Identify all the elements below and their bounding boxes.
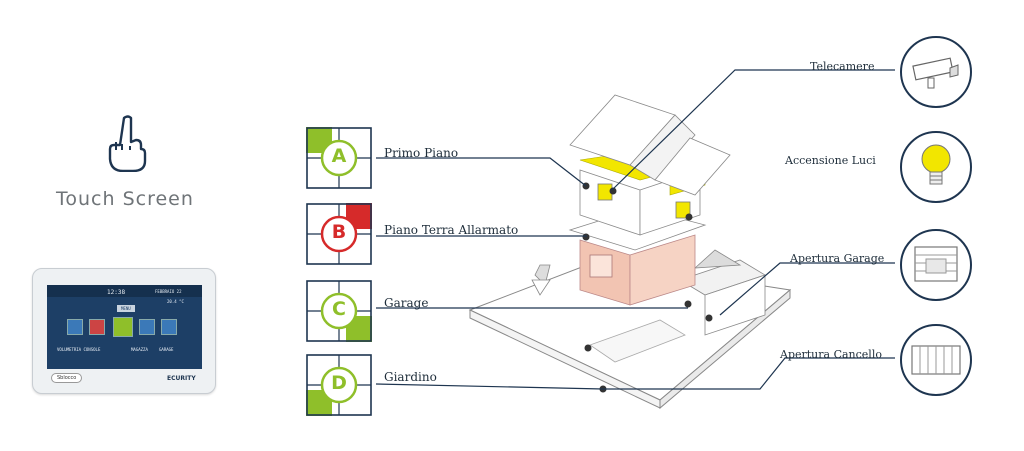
camera-device-circle: [900, 36, 972, 108]
panel-label-left: VOLUMETRIA CONSOLE: [57, 347, 101, 352]
panel-home-tile[interactable]: [113, 317, 133, 337]
panel-label-right: GARAGE: [159, 347, 174, 352]
gate-device-circle: [900, 324, 972, 396]
zone-badge-d: D: [306, 354, 372, 416]
panel-time: 12:38: [107, 289, 126, 296]
zone-label: Garage: [384, 296, 429, 310]
device-label: Apertura Cancello: [780, 348, 882, 361]
panel-tile[interactable]: [139, 319, 155, 335]
panel-unlock-button[interactable]: Sblocco: [51, 373, 83, 383]
panel-temp: 20.4 °C: [167, 299, 184, 304]
device-label: Apertura Garage: [790, 252, 885, 265]
camera-icon: [902, 57, 970, 110]
panel-tile[interactable]: [89, 319, 105, 335]
house-illustration: [440, 90, 800, 420]
zone-label: Giardino: [384, 370, 437, 384]
zone-badge-a: A: [306, 127, 372, 189]
zone-badge-c: C: [306, 280, 372, 342]
zone-label: Piano Terra Allarmato: [384, 223, 519, 237]
zone-badge-b: B: [306, 203, 372, 265]
panel-label-mid: MAGAZZA: [131, 347, 148, 352]
panel-date: FEBBRAIO 22: [155, 289, 182, 294]
panel-menu-button[interactable]: MENU: [117, 305, 135, 312]
touch-screen-label: Touch Screen: [56, 188, 194, 210]
zone-label: Primo Piano: [384, 146, 459, 160]
zone-letter: C: [332, 298, 346, 320]
touch-hand-icon: [104, 114, 148, 173]
brand-logo: ECURITY: [167, 375, 196, 382]
garage-door-device-circle: [900, 229, 972, 301]
device-label: Telecamere: [810, 60, 875, 73]
zone-letter: B: [331, 221, 347, 243]
panel-tile[interactable]: [161, 319, 177, 335]
lightbulb-icon: [902, 144, 970, 205]
device-label: Accensione Luci: [785, 154, 876, 167]
touch-panel-device: 12:38 FEBBRAIO 22 20.4 °C MENU VOLUMETRI…: [32, 268, 216, 394]
gate-icon: [902, 345, 970, 398]
touch-panel-screen: 12:38 FEBBRAIO 22 20.4 °C MENU VOLUMETRI…: [47, 285, 202, 369]
garage-door-icon: [902, 246, 970, 303]
zone-letter: A: [331, 145, 347, 167]
zone-letter: D: [331, 372, 347, 394]
panel-tile[interactable]: [67, 319, 83, 335]
lightbulb-device-circle: [900, 131, 972, 203]
